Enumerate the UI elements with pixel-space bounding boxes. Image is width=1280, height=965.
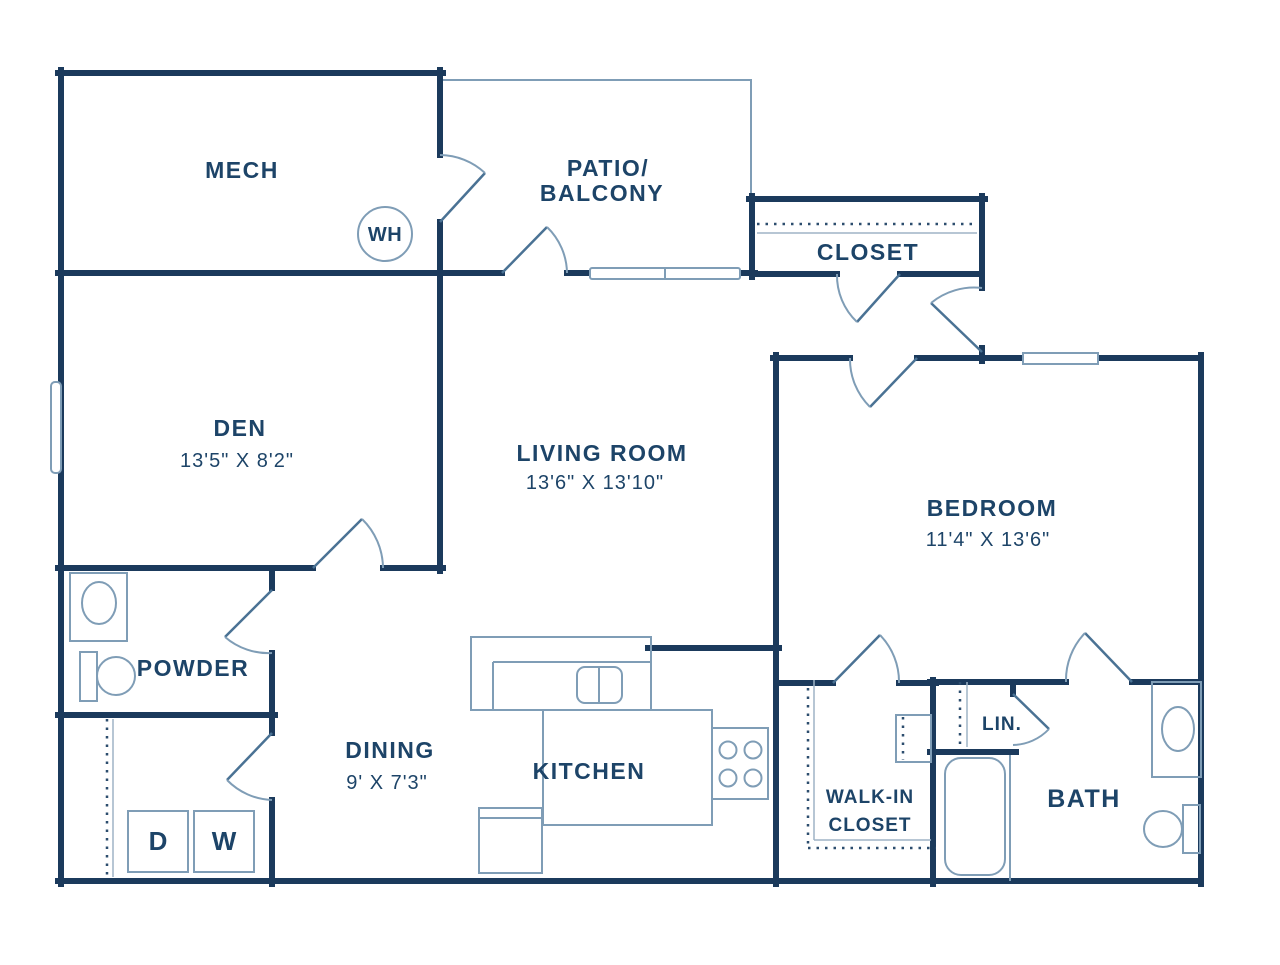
patio-outline xyxy=(440,79,752,198)
walls xyxy=(55,67,1204,887)
walkin-door-leaf xyxy=(832,634,881,684)
closet-details xyxy=(105,222,977,877)
bedroom-door-arc xyxy=(848,357,871,408)
bedroom-label: BEDROOM xyxy=(927,495,1058,521)
powder-label: POWDER xyxy=(137,655,250,681)
doors xyxy=(224,154,1133,801)
patio-label-line2: BALCONY xyxy=(540,180,664,206)
patio-door-leaf xyxy=(501,226,548,274)
bath-sink-basin xyxy=(1161,706,1195,752)
mech-label: MECH xyxy=(205,157,279,183)
walkin-shelf-block xyxy=(895,714,932,763)
water-heater-icon xyxy=(357,206,413,262)
bath-vanity xyxy=(1151,681,1202,778)
entry-closet-label: CLOSET xyxy=(817,239,919,265)
living-room-dims: 13'6" X 13'10" xyxy=(526,472,664,494)
mech-door-leaf xyxy=(439,172,486,223)
patio-label-line1: PATIO/ xyxy=(567,155,649,181)
dishwasher xyxy=(478,807,543,874)
powder-toilet-tank xyxy=(79,651,98,702)
powder-sink-basin xyxy=(81,581,117,625)
den-door-arc xyxy=(361,518,384,569)
bath-door-leaf xyxy=(1084,632,1133,683)
fixtures xyxy=(69,206,1202,881)
entry-closet-door-leaf xyxy=(856,273,901,323)
front-door-arc xyxy=(930,286,983,304)
linen-door-leaf xyxy=(1012,693,1050,730)
powder-door-leaf xyxy=(224,589,273,638)
washer-box xyxy=(193,810,255,873)
linen-label: LIN. xyxy=(982,714,1022,735)
walkin-door-arc xyxy=(879,634,901,684)
bedroom-door-leaf xyxy=(869,357,918,408)
washer-label: W xyxy=(212,826,237,856)
linen-door-arc xyxy=(1012,728,1050,746)
stove xyxy=(711,727,769,800)
dining-label: DINING xyxy=(345,737,435,763)
powder-door-arc xyxy=(224,636,273,655)
den-dims: 13'5" X 8'2" xyxy=(180,450,294,472)
laundry-door-arc xyxy=(226,779,273,801)
dining-dims: 9' X 7'3" xyxy=(346,772,428,794)
wall-entry-closet xyxy=(746,193,988,291)
mech-door-arc xyxy=(439,154,486,174)
bath-toilet-tank xyxy=(1182,804,1201,854)
powder-sink-counter xyxy=(69,572,128,642)
walkin-label-line2: CLOSET xyxy=(828,815,911,836)
bathtub xyxy=(944,757,1006,876)
bedroom-dims: 11'4" X 13'6" xyxy=(926,529,1051,551)
living-room-label: LIVING ROOM xyxy=(516,440,687,466)
bedroom-window xyxy=(1022,352,1099,365)
den-window xyxy=(50,381,62,474)
windows xyxy=(50,267,1099,474)
bath-label: BATH xyxy=(1047,785,1121,813)
labels: MECH PATIO/ BALCONY CLOSET DEN 13'5" X 8… xyxy=(137,155,1121,856)
walkin-label-line1: WALK-IN xyxy=(826,787,914,808)
bath-toilet-bowl xyxy=(1143,810,1183,848)
powder-toilet-bowl xyxy=(96,656,136,696)
entry-closet-door-arc xyxy=(835,273,858,323)
stove-burner xyxy=(718,768,738,788)
front-door-leaf xyxy=(930,302,983,353)
bath-door-arc xyxy=(1064,632,1086,683)
stove-burner xyxy=(743,768,763,788)
kitchen-counter xyxy=(470,636,652,711)
dryer-box xyxy=(127,810,189,873)
den-door-leaf xyxy=(312,518,363,569)
stove-burner xyxy=(718,740,738,760)
dryer-label: D xyxy=(149,826,168,856)
water-heater-label: WH xyxy=(368,224,402,246)
stove-burner xyxy=(743,740,763,760)
laundry-door-leaf xyxy=(226,732,273,781)
patio-door-arc xyxy=(546,226,568,274)
kitchen-label: KITCHEN xyxy=(533,758,646,784)
den-label: DEN xyxy=(213,415,266,441)
